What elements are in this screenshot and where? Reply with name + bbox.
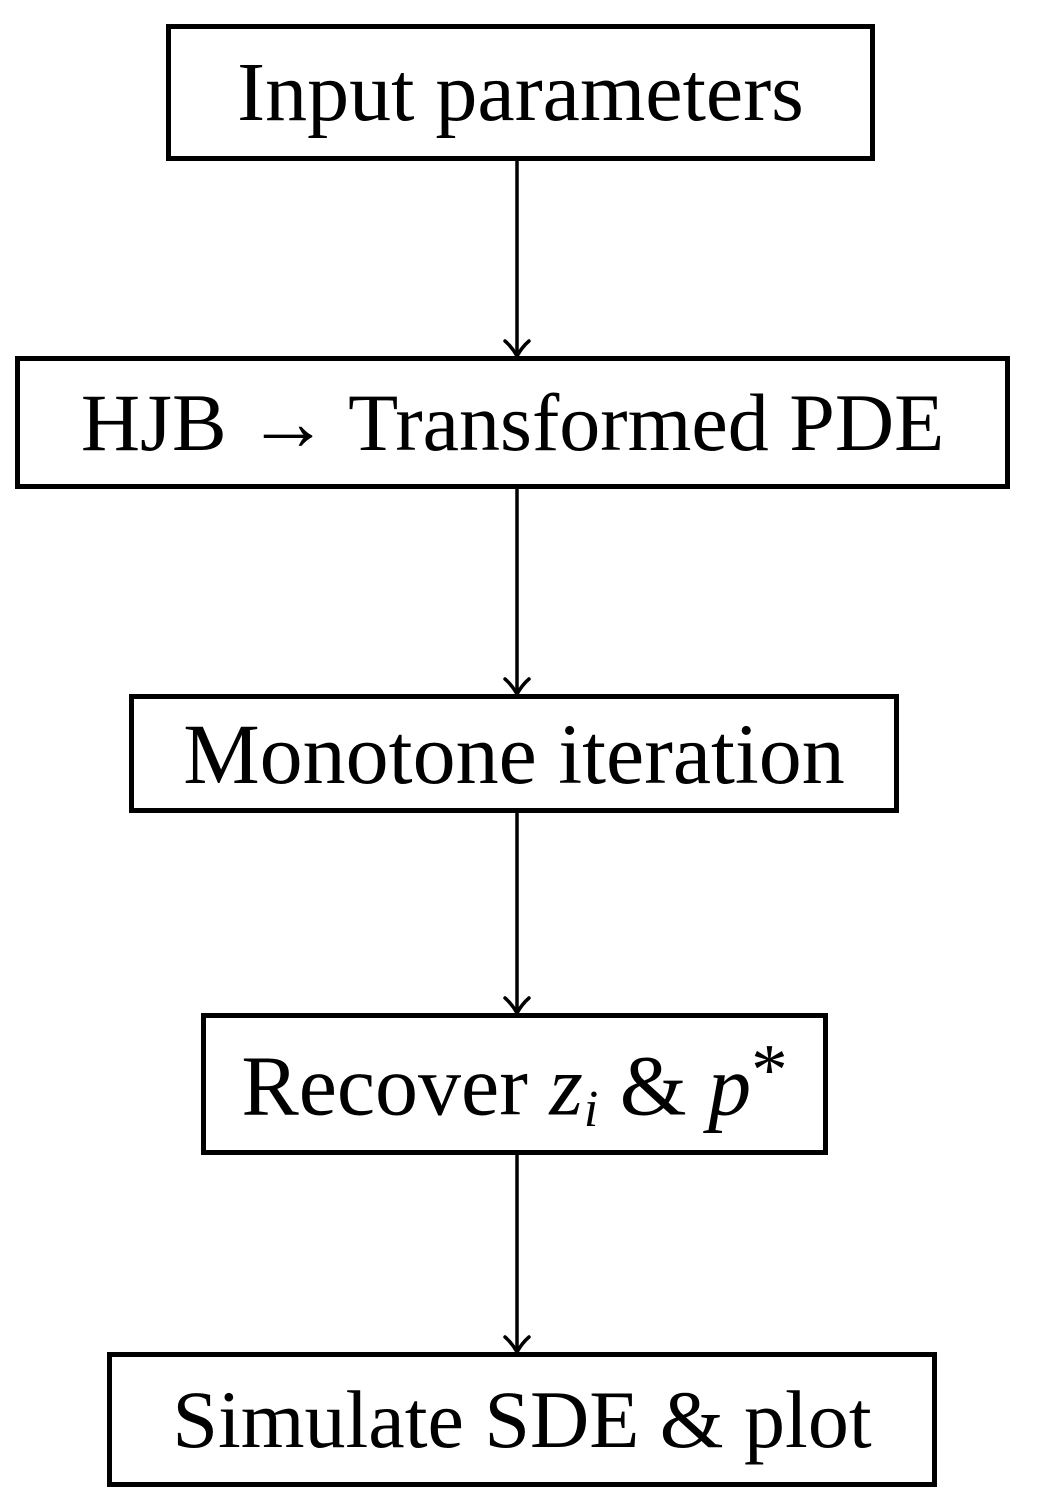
node-hjb-to-transformed-pde-label: HJB → Transformed PDE <box>80 376 945 468</box>
arrow-hjb-to-monotone <box>503 485 531 698</box>
node-monotone-iteration-label: Monotone iteration <box>183 705 845 802</box>
node-input-parameters: Input parameters <box>166 24 875 161</box>
node-monotone-iteration: Monotone iteration <box>129 694 899 813</box>
arrow-monotone-to-recover <box>503 809 531 1017</box>
arrow-recover-to-simulate <box>503 1151 531 1356</box>
node-simulate-sde-and-plot: Simulate SDE & plot <box>107 1352 937 1487</box>
node-hjb-to-transformed-pde: HJB → Transformed PDE <box>15 356 1010 489</box>
node-input-parameters-label: Input parameters <box>237 45 804 139</box>
node-simulate-sde-and-plot-label: Simulate SDE & plot <box>172 1373 872 1465</box>
node-recover-zi-and-pstar-label: Recover zi & p* <box>241 1028 788 1138</box>
node-recover-zi-and-pstar: Recover zi & p* <box>201 1013 828 1155</box>
arrow-input-to-hjb <box>503 157 531 360</box>
